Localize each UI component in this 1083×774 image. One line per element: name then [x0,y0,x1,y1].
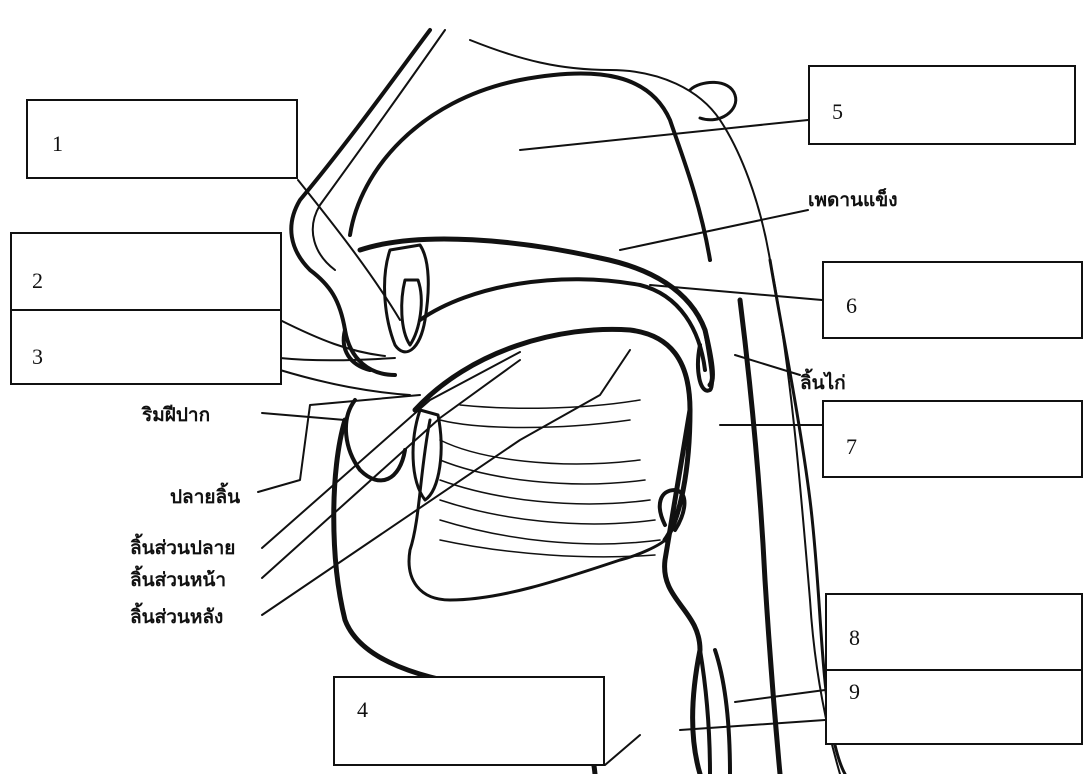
hard-palate-outline [360,239,712,385]
label-box-4: 4 [333,676,605,766]
tongue-outline [415,329,690,540]
box-number: 2 [32,268,43,294]
pointer-8 [735,690,825,702]
lower-tooth [413,410,441,500]
label-box-9: 9 [825,669,1083,745]
pointer-lips [262,413,345,420]
nasal-cavity-roof [350,73,710,260]
pharynx-front-wall [665,410,700,774]
upper-tooth [402,280,422,345]
pointer-lines [258,120,825,765]
hard-palate-lower [420,279,705,370]
sphenoid-curl [690,82,736,119]
box-number: 5 [832,99,843,125]
label-tongue-front: ลิ้นส่วนหน้า [130,565,226,595]
label-tongue-back: ลิ้นส่วนหลัง [130,602,223,632]
pointer-hard-palate [620,210,808,250]
pharynx-back-wall [740,300,780,774]
label-box-2: 2 [10,232,282,312]
box-number: 3 [32,344,43,370]
label-box-6: 6 [822,261,1083,339]
pointer-2 [280,320,385,356]
pointer-3a [280,358,395,360]
label-box-5: 5 [808,65,1076,145]
pointer-9 [680,720,825,730]
pointer-5 [520,120,808,150]
label-tongue-blade: ลิ้นส่วนปลาย [130,533,235,563]
label-box-7: 7 [822,400,1083,478]
box-number: 8 [849,625,860,651]
label-lips: ริมฝีปาก [142,400,210,430]
lower-lip-outline [346,400,405,480]
pointer-4 [605,735,640,765]
box-number: 7 [846,434,857,460]
box-number: 9 [849,679,860,705]
box-number: 6 [846,293,857,319]
larynx-outline [700,650,730,774]
box-number: 1 [52,131,63,157]
label-box-8: 8 [825,593,1083,671]
pointer-uvula [735,355,800,375]
label-box-1: 1 [26,99,298,179]
tongue-underside [409,420,665,600]
label-tongue-tip: ปลายลิ้น [170,482,240,512]
nose-inner-outline [313,30,445,270]
pointer-tongue-blade [262,352,520,548]
label-uvula: ลิ้นไก่ [800,368,846,398]
box-number: 4 [357,697,368,723]
label-box-3: 3 [10,309,282,385]
label-hard-palate: เพดานแข็ง [808,185,898,215]
